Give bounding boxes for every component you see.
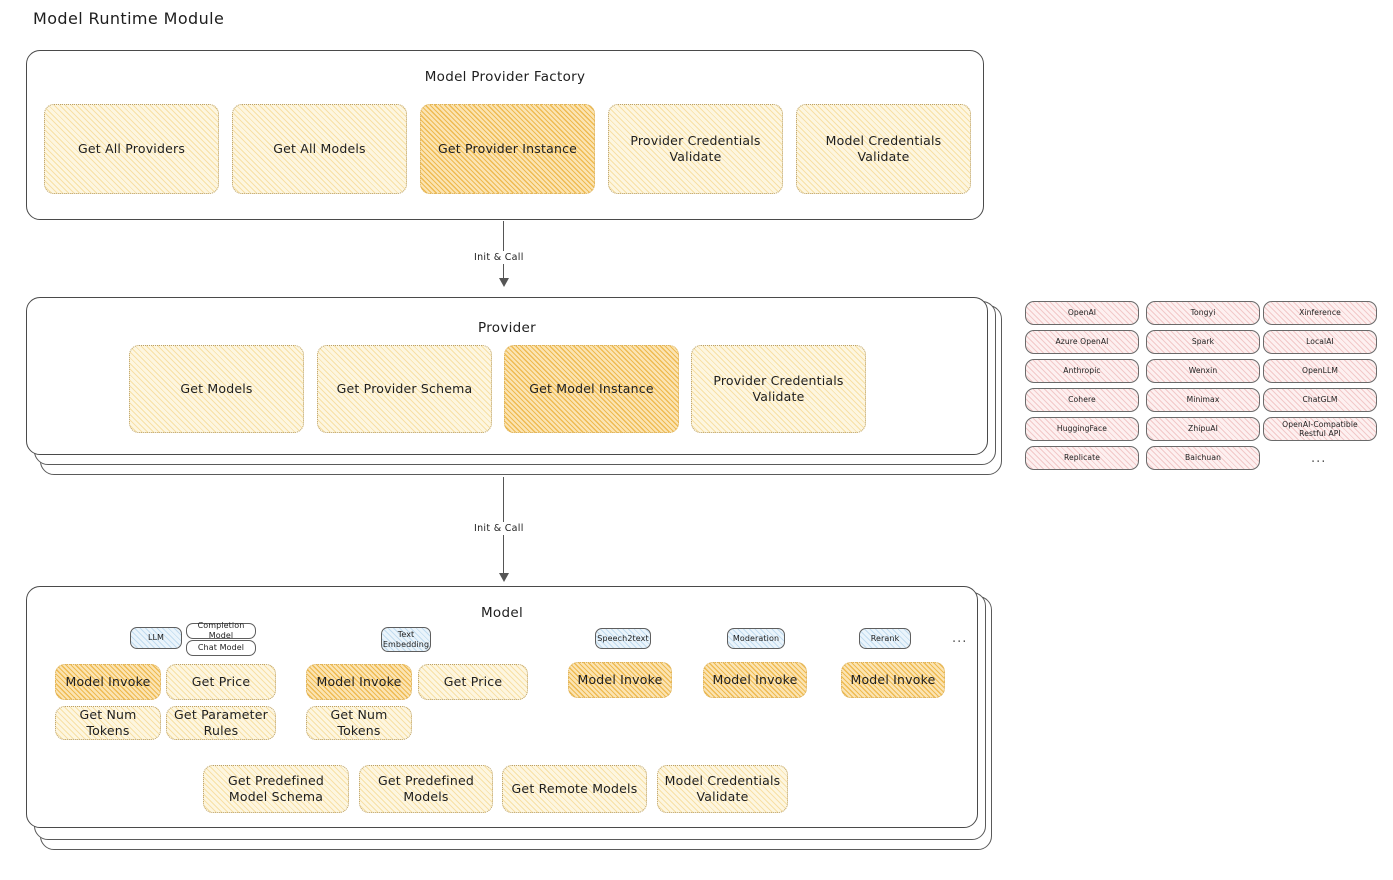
provider-chip-azure-openai[interactable]: Azure OpenAI [1025,330,1139,354]
model-subtype-badge-chat-model[interactable]: Chat Model [186,640,256,656]
model-subtype-badge-completion-model[interactable]: Completion Model [186,621,256,640]
arrow-label-init-call-1: Init & Call [470,251,528,264]
provider-chip-wenxin[interactable]: Wenxin [1146,359,1260,383]
node-rerank-model-invoke[interactable]: Model Invoke [841,662,945,698]
node-get-provider-schema[interactable]: Get Provider Schema [317,345,492,433]
node-llm-get-parameter-rules[interactable]: Get Parameter Rules [166,706,276,740]
model-type-badge-rerank[interactable]: Rerank [859,628,911,649]
group-title-provider: Provider [478,320,536,336]
provider-chip-chatglm[interactable]: ChatGLM [1263,388,1377,412]
node-llm-get-price[interactable]: Get Price [166,664,276,700]
provider-list-more: ... [1311,451,1327,466]
arrow-label-init-call-2: Init & Call [470,522,528,535]
node-model-credentials-validate[interactable]: Model Credentials Validate [796,104,971,194]
provider-chip-openllm[interactable]: OpenLLM [1263,359,1377,383]
model-types-more: ... [952,631,968,646]
provider-chip-cohere[interactable]: Cohere [1025,388,1139,412]
node-get-all-providers[interactable]: Get All Providers [44,104,219,194]
node-get-predefined-model-schema[interactable]: Get Predefined Model Schema [203,765,349,813]
node-moderation-model-invoke[interactable]: Model Invoke [703,662,807,698]
node-text-embedding-model-invoke[interactable]: Model Invoke [306,664,412,700]
node-get-all-models[interactable]: Get All Models [232,104,407,194]
page-title: Model Runtime Module [33,9,225,28]
provider-chip-minimax[interactable]: Minimax [1146,388,1260,412]
provider-chip-baichuan[interactable]: Baichuan [1146,446,1260,470]
provider-chip-openai-compatible-restful-api[interactable]: OpenAI-Compatible Restful API [1263,417,1377,441]
node-get-provider-instance[interactable]: Get Provider Instance [420,104,595,194]
node-speech2text-model-invoke[interactable]: Model Invoke [568,662,672,698]
provider-chip-xinference[interactable]: Xinference [1263,301,1377,325]
arrow-factory-to-provider-head [499,278,509,287]
provider-chip-spark[interactable]: Spark [1146,330,1260,354]
node-llm-get-num-tokens[interactable]: Get Num Tokens [55,706,161,740]
node-get-model-instance[interactable]: Get Model Instance [504,345,679,433]
model-type-badge-moderation[interactable]: Moderation [727,628,785,649]
provider-chip-localai[interactable]: LocalAI [1263,330,1377,354]
node-llm-model-invoke[interactable]: Model Invoke [55,664,161,700]
node-get-models[interactable]: Get Models [129,345,304,433]
model-type-badge-speech2text[interactable]: Speech2text [595,628,651,649]
provider-chip-anthropic[interactable]: Anthropic [1025,359,1139,383]
arrow-provider-to-model-head [499,573,509,582]
node-text-embedding-get-num-tokens[interactable]: Get Num Tokens [306,706,412,740]
node-get-predefined-models[interactable]: Get Predefined Models [359,765,493,813]
node-provider-credentials-validate[interactable]: Provider Credentials Validate [608,104,783,194]
node-get-remote-models[interactable]: Get Remote Models [502,765,647,813]
model-type-badge-text-embedding[interactable]: Text Embedding [381,627,431,652]
node-text-embedding-get-price[interactable]: Get Price [418,664,528,700]
provider-chip-replicate[interactable]: Replicate [1025,446,1139,470]
node-model-credentials-validate-2[interactable]: Model Credentials Validate [657,765,788,813]
provider-chip-openai[interactable]: OpenAI [1025,301,1139,325]
group-title-model: Model [480,605,524,621]
provider-chip-zhipuai[interactable]: ZhipuAI [1146,417,1260,441]
group-title-model-provider-factory: Model Provider Factory [424,69,586,85]
node-provider-credentials-validate-2[interactable]: Provider Credentials Validate [691,345,866,433]
provider-chip-huggingface[interactable]: HuggingFace [1025,417,1139,441]
provider-chip-tongyi[interactable]: Tongyi [1146,301,1260,325]
model-type-badge-llm[interactable]: LLM [130,627,182,649]
